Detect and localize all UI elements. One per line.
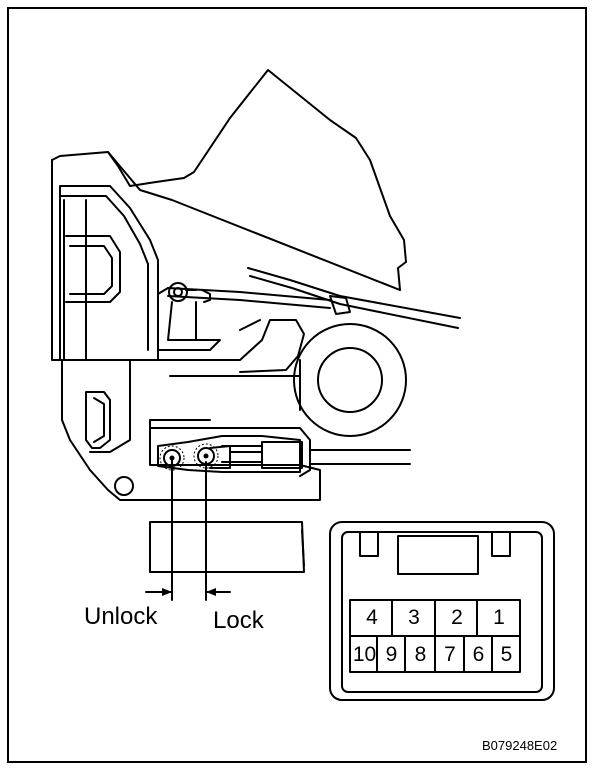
- connector-outer-housing: [329, 521, 555, 701]
- pin-number: 7: [444, 643, 456, 666]
- lock-label: Lock: [213, 607, 264, 634]
- lock-arrowhead: [206, 588, 216, 596]
- figure-code: B079248E02: [482, 738, 558, 753]
- outside-cable: [247, 267, 461, 319]
- pin-number: 5: [500, 643, 513, 666]
- pin-number: 10: [352, 643, 377, 666]
- front-plate: [59, 185, 159, 361]
- pin-number: 3: [408, 606, 420, 629]
- pin-number: 9: [385, 643, 398, 666]
- pin-number: 2: [451, 606, 463, 629]
- lock-base-pad: [149, 521, 305, 573]
- lock-switch-slot: [149, 427, 311, 477]
- motor-gear: [293, 323, 407, 437]
- figure-frame: [7, 7, 587, 763]
- unlock-label: Unlock: [84, 603, 158, 630]
- pin-number: 1: [493, 606, 505, 629]
- pin-number: 8: [414, 643, 427, 666]
- connector-inner-housing: [341, 531, 543, 693]
- unlock-arrowhead: [162, 588, 172, 596]
- pin-number: 4: [366, 606, 378, 629]
- pin-number: 6: [472, 643, 485, 666]
- connector-latch: [359, 532, 379, 557]
